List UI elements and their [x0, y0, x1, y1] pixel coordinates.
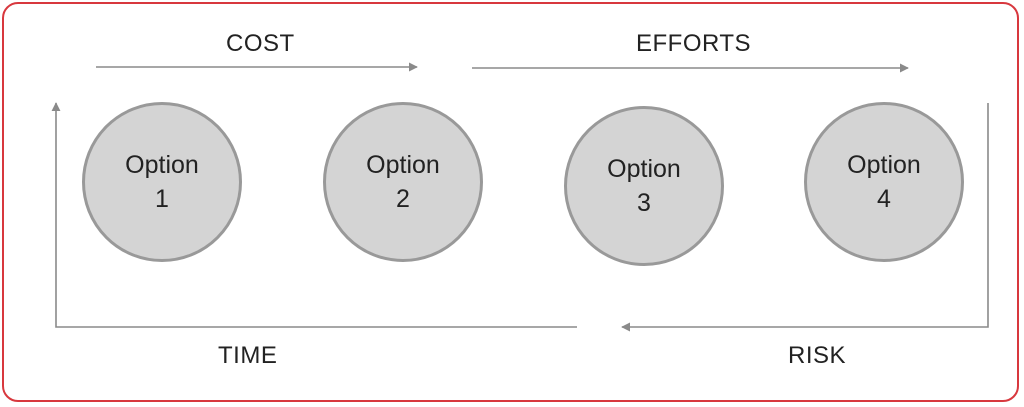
option-4-word: Option	[847, 151, 921, 179]
option-2-number: 2	[396, 185, 410, 213]
option-1-number: 1	[155, 185, 169, 213]
risk-arrow	[621, 103, 989, 332]
option-3-word: Option	[607, 155, 681, 183]
option-4-number: 4	[877, 185, 891, 213]
risk-label: RISK	[788, 342, 847, 369]
option-3-circle: Option 3	[564, 106, 724, 266]
efforts-label: EFFORTS	[636, 30, 752, 57]
option-3-number: 3	[637, 189, 651, 217]
time-arrow	[51, 102, 577, 328]
option-2-circle: Option 2	[323, 102, 483, 262]
option-2-word: Option	[366, 151, 440, 179]
option-4-circle: Option 4	[804, 102, 964, 262]
time-label: TIME	[218, 342, 278, 369]
option-1-circle: Option 1	[82, 102, 242, 262]
option-1-word: Option	[125, 151, 199, 179]
cost-label: COST	[226, 30, 295, 57]
